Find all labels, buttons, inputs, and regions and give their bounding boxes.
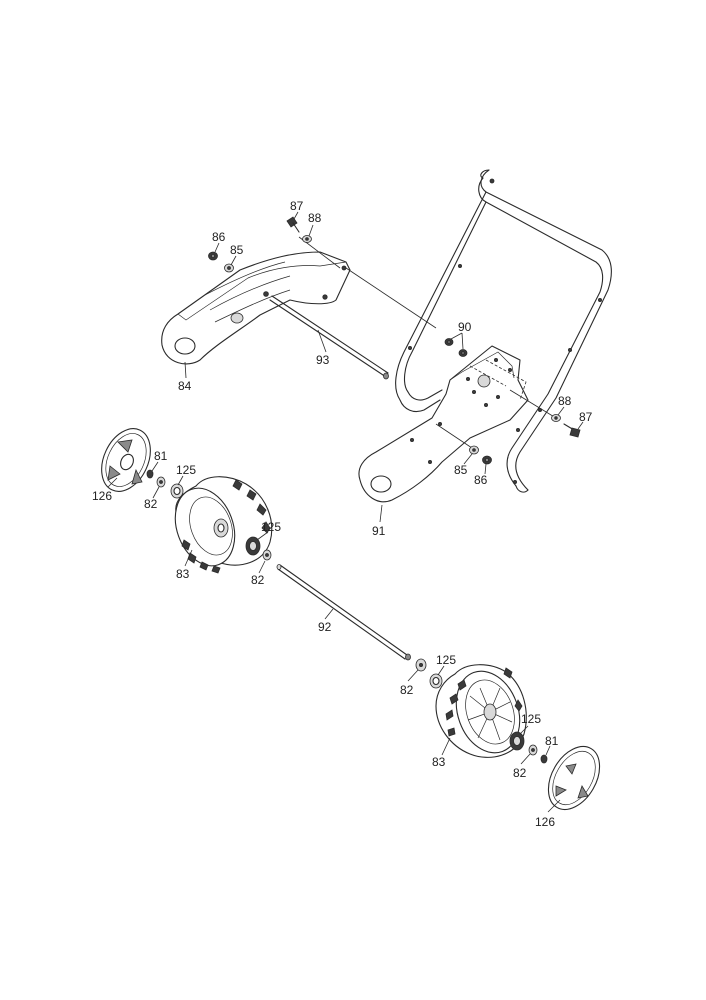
callout-88-right: 88 [558,394,572,408]
bushing-125-right-inner [429,673,443,689]
nut-86-right [482,455,492,465]
right-handle-bracket [358,345,529,503]
callout-93: 93 [316,353,330,367]
callout-91: 91 [372,524,386,538]
washer-82-left-inner [262,549,272,561]
callout-125-left-outer: 125 [176,463,196,477]
axle [276,564,411,661]
nut-90 [444,338,468,357]
washer-82-right-inner [415,658,427,672]
hubcap-right [547,746,601,810]
callout-84: 84 [178,379,192,393]
nut-86-left [208,251,218,261]
callout-82-left-outer: 82 [144,497,158,511]
callout-labels: 87 88 86 85 84 93 90 88 87 85 86 91 81 1… [92,199,593,829]
clip-81-right [540,754,548,764]
left-handle-bracket [161,251,351,365]
callout-126-right: 126 [535,815,555,829]
bearing-125-left-inner [245,536,261,556]
washer-88-right [551,414,561,422]
bolt-87-upper [286,216,300,233]
bolt-87-right [563,423,581,438]
washer-82-left-outer [156,476,166,488]
clip-81-left [146,469,154,479]
callout-82-left-inner: 82 [251,573,265,587]
callout-83-left: 83 [176,567,190,581]
callout-125-right-inner: 125 [436,653,456,667]
callout-86-right: 86 [474,473,488,487]
callout-125-right-outer: 125 [521,712,541,726]
callout-85-right: 85 [454,463,468,477]
callout-88-upper: 88 [308,211,322,225]
callout-85-left: 85 [230,243,244,257]
bushing-125-left-outer [170,483,184,499]
handle-frame [395,169,612,493]
callout-90: 90 [458,320,472,334]
callout-92: 92 [318,620,332,634]
callout-83-right: 83 [432,755,446,769]
callout-82-right-outer: 82 [513,766,527,780]
washer-88-upper [302,235,312,243]
bearing-125-right-outer [509,731,525,751]
callout-82-right-inner: 82 [400,683,414,697]
washer-85-right [469,445,479,455]
callout-86-left: 86 [212,230,226,244]
callout-87-right: 87 [579,410,593,424]
callout-81-right: 81 [545,734,559,748]
callout-81-left: 81 [154,449,168,463]
hubcap-left [101,428,151,492]
wheel-right [435,664,527,758]
callout-87-upper: 87 [290,199,304,213]
leader-lines [107,211,584,813]
washer-85-left [224,263,234,273]
washer-82-right-outer [528,744,538,756]
cross-rod [269,295,389,380]
callout-126-left: 126 [92,489,112,503]
callout-125-left-inner: 125 [261,520,281,534]
